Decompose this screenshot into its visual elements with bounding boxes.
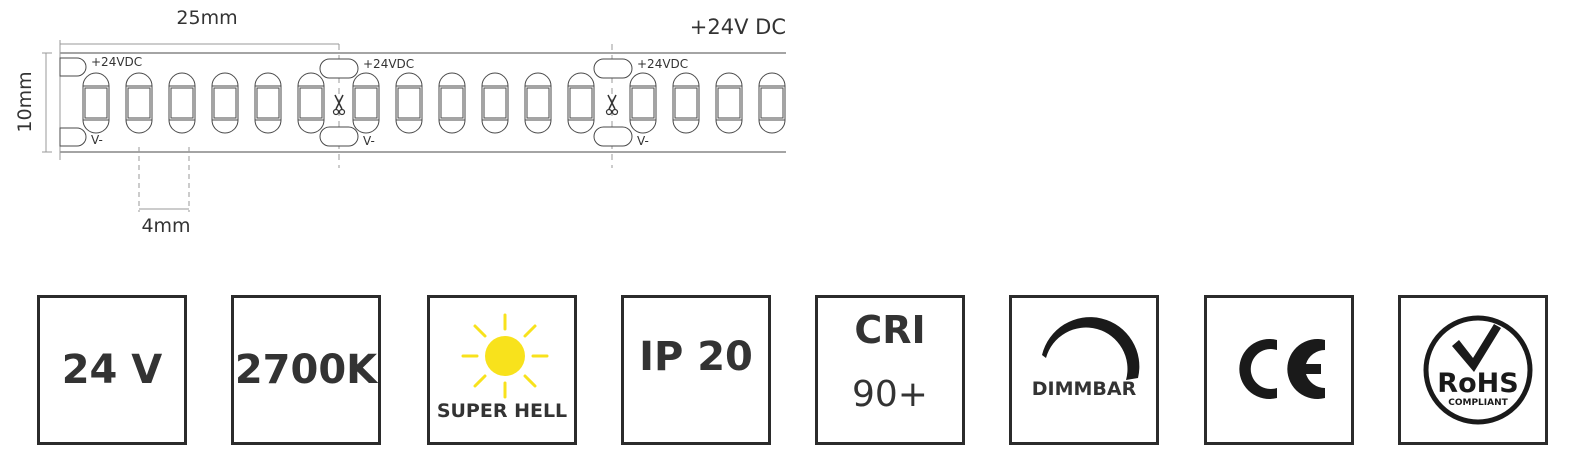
voltage-text: 24 V — [61, 347, 163, 393]
led-chip — [629, 72, 657, 134]
led-chip — [672, 72, 700, 134]
brightness-text: SUPER HELL — [436, 400, 568, 422]
led-chip — [481, 72, 509, 134]
led-strip-diagram: +24V DC 25mm 10mm 4mm +24VDC V- +24VDC V… — [14, 7, 786, 237]
badge-ce — [1204, 295, 1354, 445]
sun-icon — [461, 313, 549, 399]
led-chip — [352, 72, 380, 134]
badge-brightness: SUPER HELL — [427, 295, 577, 445]
rohs-compliant-text: COMPLIANT — [1448, 398, 1508, 408]
pad-plus-label-3: +24VDC — [637, 57, 688, 71]
led-chip — [758, 72, 786, 134]
solder-pad-top-2 — [593, 58, 633, 79]
led-chip — [254, 72, 282, 134]
led-chip — [567, 72, 595, 134]
pad-minus-label-3: V- — [637, 134, 649, 148]
badge-dimmable: DIMMBAR — [1009, 295, 1159, 445]
pad-plus-label-1: +24VDC — [91, 55, 142, 69]
led-chip — [211, 72, 239, 134]
led-chip — [524, 72, 552, 134]
pad-minus-label-1: V- — [91, 133, 103, 147]
rohs-text: RoHS — [1437, 368, 1518, 399]
dimmer-arc-icon — [1042, 317, 1140, 380]
height-dimension-label: 10mm — [14, 71, 36, 132]
pitch-dimension-label: 4mm — [141, 215, 190, 237]
scissors-icon — [605, 94, 619, 116]
ip-rating-text: IP 20 — [639, 334, 753, 380]
badge-ip-rating: IP 20 — [621, 295, 771, 445]
cri-value: 90+ — [852, 374, 928, 415]
color-temp-text: 2700K — [234, 347, 378, 393]
badge-cri: CRI 90+ — [815, 295, 965, 445]
solder-pad-top-left — [59, 57, 87, 77]
led-chip — [395, 72, 423, 134]
led-chip-group — [82, 72, 786, 134]
led-chip — [297, 72, 325, 134]
badge-color-temperature: 2700K — [231, 295, 381, 445]
led-chip — [438, 72, 466, 134]
led-chip — [82, 72, 110, 134]
solder-pad-bottom-2 — [593, 126, 633, 147]
dimmable-text: DIMMBAR — [1031, 378, 1137, 400]
led-chip — [715, 72, 743, 134]
supply-voltage-label: +24V DC — [690, 15, 786, 39]
width-dimension-label: 25mm — [176, 7, 237, 29]
cri-label: CRI — [854, 308, 926, 352]
badge-voltage: 24 V — [37, 295, 187, 445]
rohs-icon: RoHS COMPLIANT — [1423, 315, 1533, 425]
solder-pad-bottom-1 — [319, 126, 359, 147]
solder-pad-bottom-left — [59, 127, 87, 147]
led-chip — [125, 72, 153, 134]
solder-pad-top-1 — [319, 58, 359, 79]
led-chip — [168, 72, 196, 134]
scissors-icon — [332, 94, 346, 116]
scissors-group — [332, 94, 619, 116]
badge-rohs: RoHS COMPLIANT — [1398, 295, 1548, 445]
ce-mark-icon — [1239, 339, 1325, 399]
pad-minus-label-2: V- — [363, 134, 375, 148]
pad-plus-label-2: +24VDC — [363, 57, 414, 71]
